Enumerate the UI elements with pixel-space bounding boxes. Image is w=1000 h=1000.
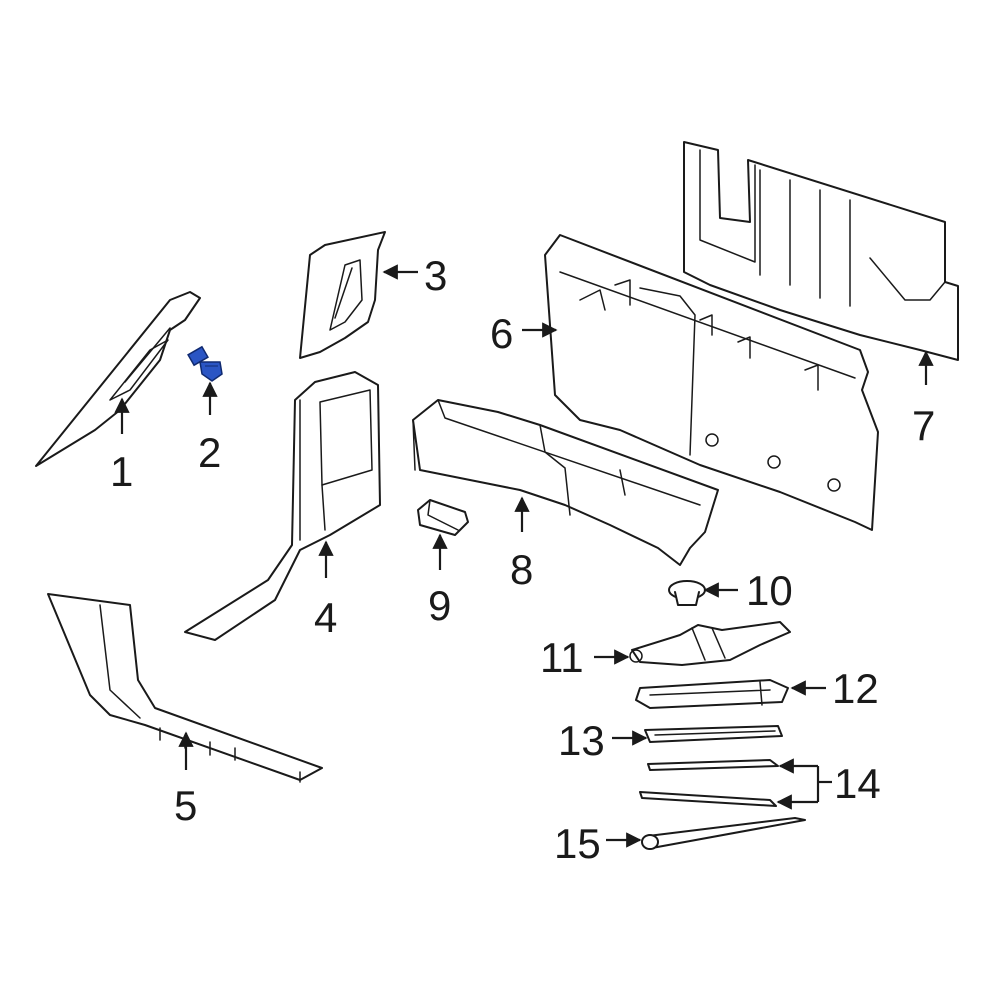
callout-3: 3 xyxy=(424,252,447,299)
part-4-lower-pillar-trim[interactable] xyxy=(184,371,381,641)
part-6-rear-panel[interactable] xyxy=(544,234,879,531)
callout-8: 8 xyxy=(510,546,533,593)
part-1-pillar-trim[interactable] xyxy=(35,291,201,467)
callout-9: 9 xyxy=(428,582,451,629)
part-11-jack[interactable] xyxy=(629,621,791,666)
callout-2: 2 xyxy=(198,429,221,476)
callout-11: 11 xyxy=(540,634,584,681)
callout-14: 14 xyxy=(834,760,881,807)
part-12-jack-tray[interactable] xyxy=(635,679,789,709)
part-7-rear-insulation[interactable] xyxy=(683,141,959,361)
callout-7: 7 xyxy=(912,402,935,449)
callout-5: 5 xyxy=(174,782,197,829)
part-9-bracket[interactable] xyxy=(417,499,469,536)
callout-4: 4 xyxy=(314,594,337,641)
callout-1: 1 xyxy=(110,448,133,495)
part-15-wrench[interactable] xyxy=(641,817,806,850)
callout-15: 15 xyxy=(554,820,601,867)
callout-13: 13 xyxy=(558,717,605,764)
callout-12: 12 xyxy=(832,665,879,712)
callout-6: 6 xyxy=(490,310,513,357)
callout-arrows xyxy=(114,264,934,848)
part-2-bolt[interactable] xyxy=(187,345,223,382)
callout-10: 10 xyxy=(746,567,793,614)
part-3-upper-pillar-trim[interactable] xyxy=(299,231,386,359)
part-13-handle[interactable] xyxy=(644,725,783,743)
callout-numbers: 1 2 3 4 5 6 7 8 9 10 11 12 13 14 15 xyxy=(110,252,935,867)
part-14-rods[interactable] xyxy=(639,759,779,807)
part-8-storage-bin[interactable] xyxy=(412,399,719,566)
part-10-nut[interactable] xyxy=(668,580,706,606)
